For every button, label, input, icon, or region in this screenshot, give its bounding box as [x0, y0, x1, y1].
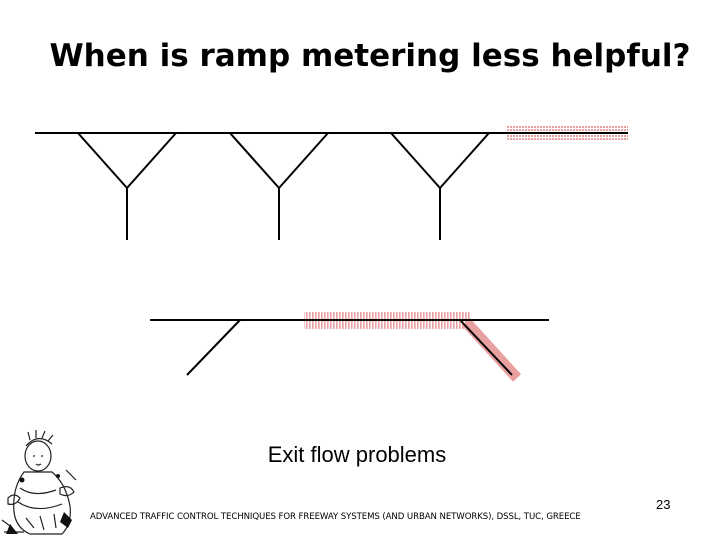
- congestion-highlight-offramp: [461, 318, 522, 382]
- slide-title: When is ramp metering less helpful?: [49, 38, 691, 74]
- diagram-caption: Exit flow problems: [267, 442, 447, 467]
- off-ramp-exit: [459, 319, 513, 376]
- page-number: 23: [656, 497, 671, 512]
- on-ramp-2: [229, 132, 329, 240]
- on-ramp-3: [390, 132, 490, 240]
- on-ramp-bottom: [186, 319, 241, 376]
- on-ramp-1: [77, 132, 177, 240]
- sketch-figure-logo-icon: [1, 430, 77, 535]
- footer-text: ADVANCED TRAFFIC CONTROL TECHNIQUES FOR …: [90, 512, 581, 522]
